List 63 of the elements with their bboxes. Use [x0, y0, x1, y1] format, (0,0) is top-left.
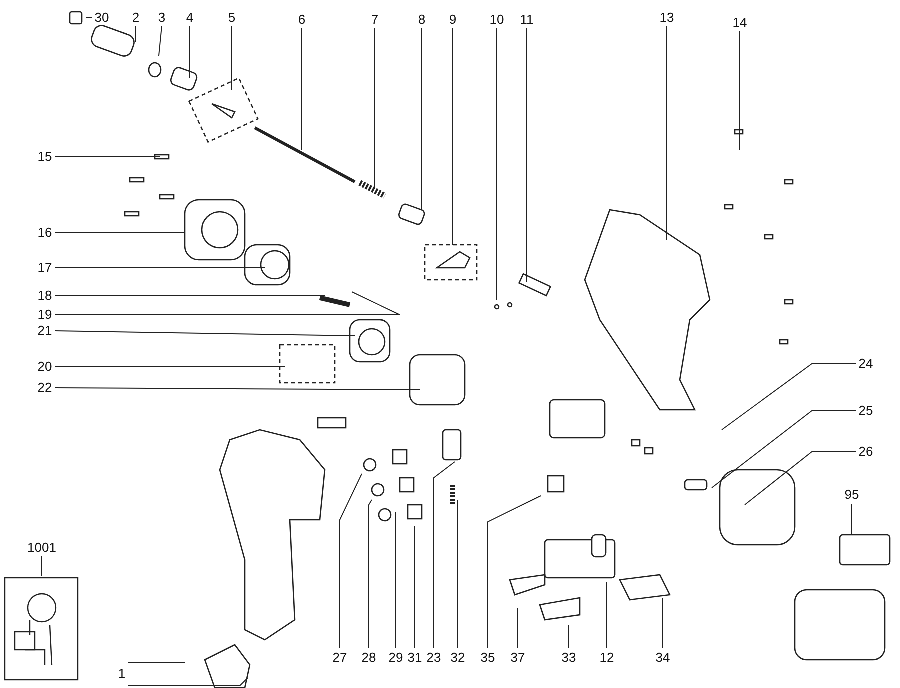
- callout-number: 27: [332, 651, 348, 665]
- callout-number: 25: [858, 404, 874, 418]
- leader-line: [666, 26, 668, 240]
- leader-line: [54, 388, 420, 390]
- leader-line: [128, 662, 186, 664]
- leader-line: [340, 474, 362, 648]
- leader-line: [568, 624, 570, 648]
- callout-number: 23: [426, 651, 442, 665]
- callout-number: 16: [36, 226, 54, 240]
- leader-line: [54, 366, 286, 368]
- callout-number: 15: [36, 150, 54, 164]
- callout-number: 33: [560, 651, 578, 665]
- leader-line: [526, 28, 528, 282]
- leader-line: [54, 330, 356, 336]
- callout-number: 95: [844, 488, 860, 502]
- callout-number: 29: [388, 651, 404, 665]
- callout-number: 7: [370, 13, 380, 27]
- leader-line: [54, 232, 186, 234]
- callout-number: 19: [36, 308, 54, 322]
- callout-number: 1: [117, 667, 127, 681]
- callout-number: 30: [94, 11, 110, 25]
- callout-number: 20: [36, 360, 54, 374]
- leader-line: [368, 500, 372, 648]
- callout-number: 24: [858, 357, 874, 371]
- callout-number: 3: [157, 11, 167, 25]
- callout-number: 12: [598, 651, 616, 665]
- leader-line: [744, 452, 856, 506]
- callout-number: 35: [480, 651, 496, 665]
- leader-line: [712, 410, 856, 488]
- callout-number: 34: [654, 651, 672, 665]
- leader-line: [662, 598, 664, 648]
- leader-line: [434, 462, 456, 648]
- callout-number: 37: [510, 651, 526, 665]
- callout-number: 14: [732, 16, 748, 30]
- callout-number: 13: [658, 11, 676, 25]
- callout-number: 11: [519, 13, 535, 27]
- leader-line: [722, 364, 856, 430]
- callout-number: 26: [858, 445, 874, 459]
- callout-number: 4: [185, 11, 195, 25]
- callout-number: 18: [36, 289, 54, 303]
- callout-number: 8: [417, 13, 427, 27]
- leader-line: [158, 26, 162, 56]
- callout-number: 6: [297, 13, 307, 27]
- callout-number: 1001: [26, 541, 58, 555]
- leader-line: [496, 28, 498, 300]
- callout-number: 2: [131, 11, 141, 25]
- leader-line: [128, 678, 248, 686]
- leader-line: [452, 28, 454, 246]
- callout-number: 28: [360, 651, 378, 665]
- callout-number: 5: [227, 11, 237, 25]
- leader-line: [414, 526, 416, 648]
- leader-line: [374, 28, 376, 188]
- callout-number: 9: [448, 13, 458, 27]
- callout-number: 22: [36, 381, 54, 395]
- leader-line: [54, 156, 160, 158]
- leader-line: [488, 496, 542, 648]
- leader-line: [54, 292, 400, 316]
- callout-number: 31: [406, 651, 424, 665]
- leader-line: [606, 582, 608, 648]
- callout-number: 21: [36, 324, 54, 338]
- callout-number: 10: [488, 13, 506, 27]
- callout-number: 17: [36, 261, 54, 275]
- callout-number: 32: [450, 651, 466, 665]
